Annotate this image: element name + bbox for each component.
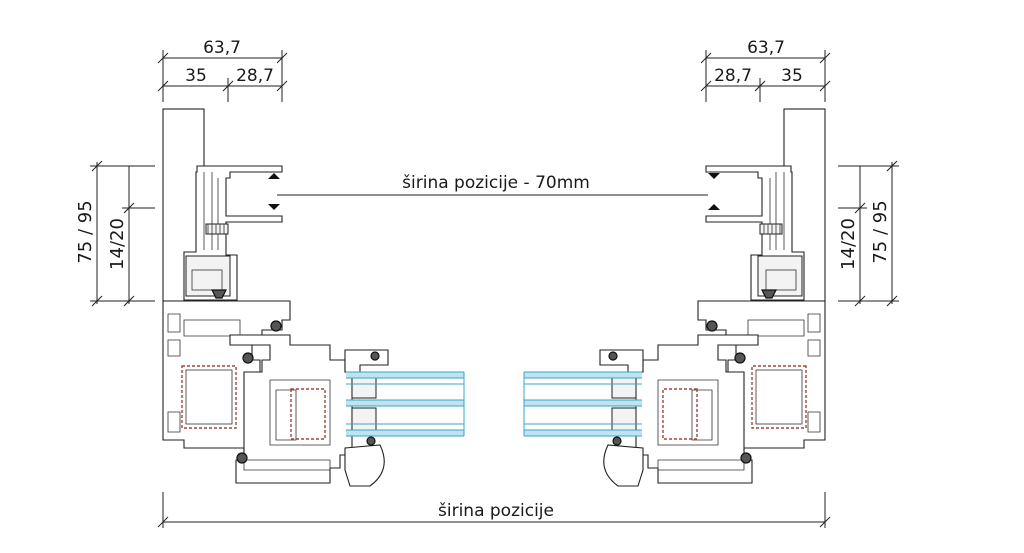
right-inner-vertical-label: 14/20 xyxy=(838,218,859,270)
right-part-b-label: 35 xyxy=(781,66,803,86)
left-part-a-label: 35 xyxy=(185,66,207,86)
left-window-profile xyxy=(162,108,389,487)
left-top-dimensions: 63,7 35 28,7 xyxy=(157,38,288,102)
left-outer-vertical-label: 75 / 95 xyxy=(75,200,96,263)
right-glass-unit xyxy=(523,371,642,437)
right-part-a-label: 28,7 xyxy=(714,66,752,86)
right-outer-vertical-label: 75 / 95 xyxy=(870,200,891,263)
left-glass-unit xyxy=(346,371,465,437)
inner-width-dimension: širina pozicije - 70mm xyxy=(277,173,708,196)
right-top-dimensions: 63,7 28,7 35 xyxy=(700,38,831,102)
left-inner-vertical-label: 14/20 xyxy=(107,218,128,270)
inner-width-label: širina pozicije - 70mm xyxy=(402,173,590,193)
right-total-width-label: 63,7 xyxy=(747,38,785,58)
total-width-label: širina pozicije xyxy=(438,501,554,521)
right-vertical-dimensions: 14/20 75 / 95 xyxy=(838,160,899,307)
left-total-width-label: 63,7 xyxy=(203,38,241,58)
left-part-b-label: 28,7 xyxy=(236,66,274,86)
right-window-profile xyxy=(599,108,826,487)
total-width-dimension: širina pozicije xyxy=(157,492,831,528)
left-vertical-dimensions: 75 / 95 14/20 xyxy=(75,160,155,307)
